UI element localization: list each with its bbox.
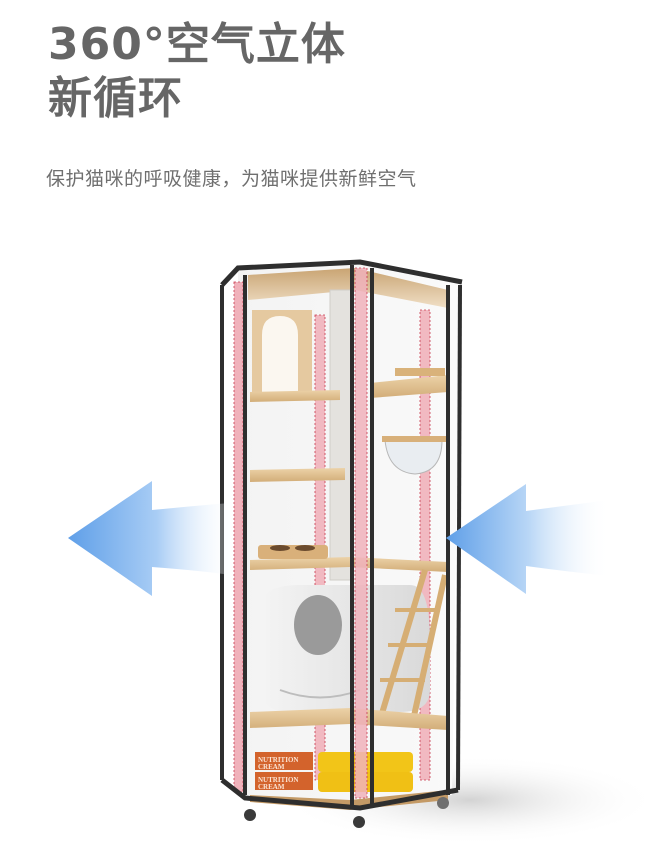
- svg-text:NUTRITION: NUTRITION: [258, 756, 298, 764]
- svg-text:CREAM: CREAM: [258, 763, 285, 771]
- casters: [244, 797, 449, 828]
- product-scene: NUTRITION CREAM NUTRITION CREAM: [0, 220, 670, 851]
- cat-cabinet: NUTRITION CREAM NUTRITION CREAM: [220, 259, 463, 828]
- led-strip: [354, 267, 368, 799]
- airflow-out-arrow-icon: [68, 481, 230, 596]
- led-strip: [419, 309, 431, 781]
- headline-line-1: 360°空气立体: [48, 19, 346, 70]
- food-bags: NUTRITION CREAM NUTRITION CREAM: [255, 752, 413, 792]
- litter-box: [262, 585, 430, 712]
- headline-line-2: 新循环: [48, 73, 183, 124]
- led-strip: [233, 281, 244, 793]
- headline: 360°空气立体 新循环: [48, 18, 346, 126]
- feeder-bowl: [258, 545, 328, 559]
- bubble-bed: [384, 439, 443, 475]
- svg-text:CREAM: CREAM: [258, 783, 285, 791]
- svg-text:NUTRITION: NUTRITION: [258, 776, 298, 784]
- airflow-in-arrow-icon: [446, 484, 610, 594]
- ladder: [377, 569, 448, 726]
- subtitle: 保护猫咪的呼吸健康，为猫咪提供新鲜空气: [46, 168, 417, 190]
